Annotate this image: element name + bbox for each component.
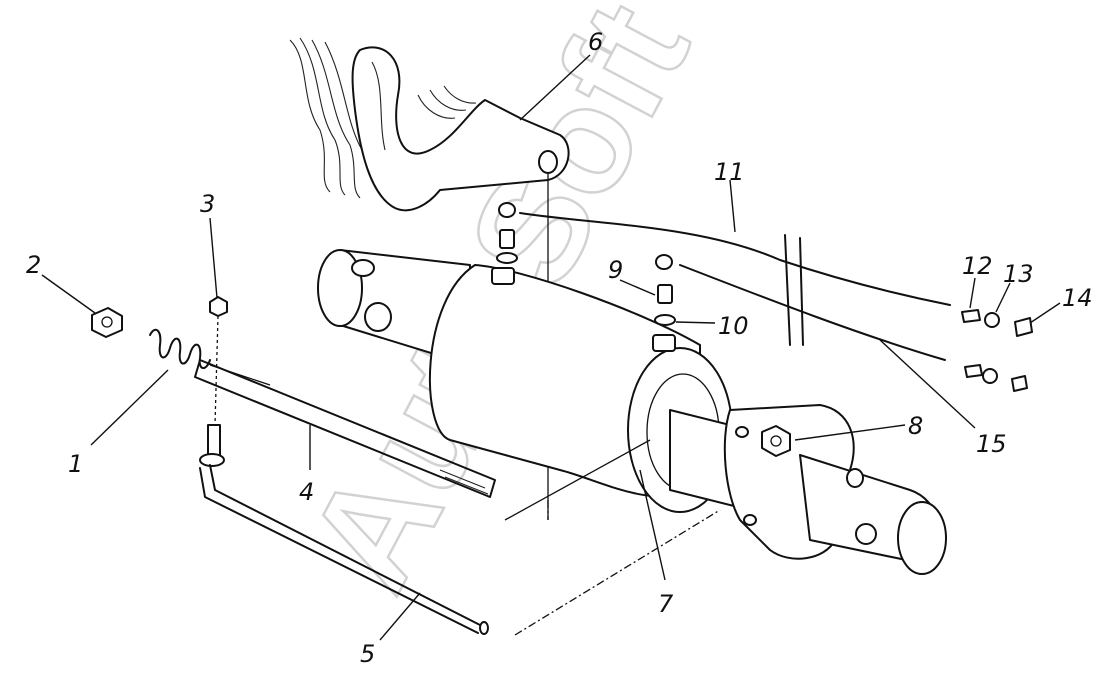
hose-part-15 bbox=[655, 254, 946, 361]
flange-and-shaft bbox=[723, 404, 947, 575]
callout-6: 6 bbox=[588, 28, 603, 56]
callout-12: 12 bbox=[962, 252, 993, 280]
spring-part-1 bbox=[149, 328, 496, 498]
washer-part-10 bbox=[496, 252, 676, 326]
callout-8: 8 bbox=[908, 412, 923, 440]
callout-1: 1 bbox=[68, 450, 83, 478]
pipe-part-5 bbox=[199, 464, 489, 635]
callout-10: 10 bbox=[718, 312, 749, 340]
callout-11: 11 bbox=[714, 158, 745, 186]
washer-part-13 bbox=[982, 312, 1000, 384]
fitting-part-12 bbox=[961, 309, 983, 378]
nut-part-2 bbox=[91, 307, 123, 338]
assembly-lines bbox=[504, 439, 721, 636]
callout-4: 4 bbox=[299, 478, 314, 506]
callout-7: 7 bbox=[658, 590, 674, 618]
callout-9: 9 bbox=[608, 256, 623, 284]
callout-2: 2 bbox=[26, 251, 41, 279]
hose-part-11 bbox=[498, 202, 951, 346]
callout-15: 15 bbox=[976, 430, 1007, 458]
callout-3: 3 bbox=[200, 190, 215, 218]
callout-14: 14 bbox=[1062, 284, 1093, 312]
callout-13: 13 bbox=[1003, 260, 1034, 288]
fitting-part-9 bbox=[499, 229, 673, 304]
callouts: 1 2 3 4 5 6 7 8 9 10 11 12 13 14 15 bbox=[26, 28, 1093, 668]
plug-part-14 bbox=[1011, 317, 1033, 392]
nut-part-3 bbox=[199, 296, 228, 467]
cylinder-part-7 bbox=[317, 249, 791, 521]
callout-5: 5 bbox=[360, 640, 375, 668]
leader-lines bbox=[41, 54, 1061, 641]
nut-part-8 bbox=[761, 425, 791, 457]
